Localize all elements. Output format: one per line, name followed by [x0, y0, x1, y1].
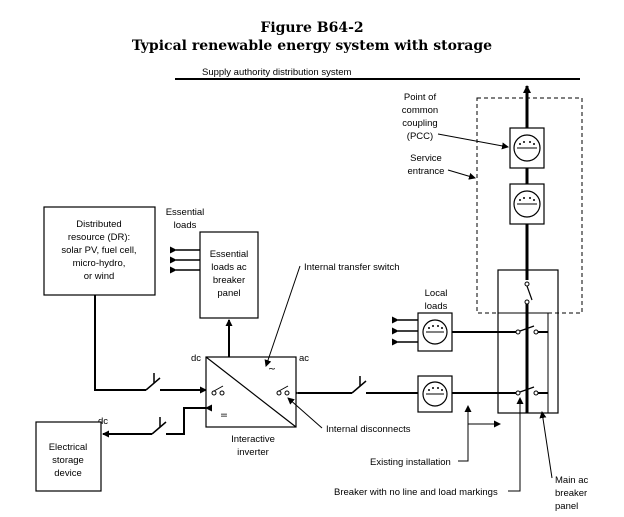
storage-device-label: Electrical storage device [49, 442, 88, 479]
internal-transfer-switch-label: Internal transfer switch [304, 262, 400, 273]
distributed-resource-box [43, 206, 156, 296]
essential-panel-box [199, 231, 259, 319]
local-loads-breaker-icon [515, 325, 539, 335]
main-panel-inner [497, 312, 549, 414]
svg-text:panel: panel [217, 288, 240, 299]
svg-text:breaker: breaker [555, 488, 587, 499]
svg-text:coupling: coupling [402, 118, 437, 129]
essential-panel-label: Essential loads ac breaker panel [210, 249, 249, 299]
interactive-inverter-label: Interactive inverter [231, 434, 275, 458]
inverter-dc-label: dc [191, 353, 201, 364]
disconnects-pointer [287, 397, 323, 429]
breaker-no-markings-pointer [508, 397, 524, 492]
svg-text:loads: loads [425, 301, 448, 312]
figure-caption: Typical renewable energy system with sto… [131, 38, 493, 54]
svg-text:Interactive: Interactive [231, 434, 275, 445]
storage-device-box [35, 421, 102, 492]
svg-text:breaker: breaker [213, 275, 245, 286]
inverter-ac-disconnect-icon [276, 385, 290, 396]
svg-text:loads: loads [174, 220, 197, 231]
inverter-ac-label: ac [299, 353, 309, 364]
ac-symbol: ~ [268, 364, 276, 375]
storage-disconnect-switch-icon [151, 417, 167, 435]
svg-text:common: common [402, 105, 438, 116]
dr-disconnect-switch-icon [145, 373, 161, 391]
svg-text:panel: panel [555, 501, 578, 512]
breaker-no-markings-label: Breaker with no line and load markings [334, 487, 498, 498]
inverter-dc-disconnect-icon [211, 385, 225, 396]
svg-text:Point of: Point of [404, 92, 437, 103]
distributed-resource-label: Distributed resource (DR): solar PV, fue… [61, 219, 136, 282]
local-loads-label: Local loads [425, 288, 448, 312]
service-entrance-label: Service entrance [408, 153, 445, 177]
main-panel-label: Main ac breaker panel [555, 475, 589, 512]
svg-text:Essential: Essential [166, 207, 205, 218]
existing-installation-label: Existing installation [370, 457, 451, 468]
existing-installation-pointer [458, 405, 472, 462]
existing-meter-icon [417, 375, 453, 413]
svg-text:resource (DR):: resource (DR): [68, 232, 130, 243]
storage-dc-label: dc [98, 416, 108, 427]
interactive-inverter: ~ = [205, 356, 297, 428]
svg-text:Service: Service [410, 153, 442, 164]
figure-number: Figure B64-2 [260, 20, 364, 36]
svg-text:entrance: entrance [408, 166, 445, 177]
main-breaker-icon [524, 281, 533, 305]
dc-symbol: = [220, 410, 228, 421]
no-marking-breaker-icon [515, 386, 539, 396]
essential-loads-label: Essential loads [166, 207, 205, 231]
svg-text:loads ac: loads ac [211, 262, 247, 273]
service-entrance-pointer [447, 169, 476, 180]
service-meter-icon [509, 183, 545, 225]
svg-text:Distributed: Distributed [76, 219, 121, 230]
pcc-meter-icon [509, 127, 545, 169]
svg-text:Essential: Essential [210, 249, 249, 260]
svg-text:Electrical: Electrical [49, 442, 88, 453]
svg-text:device: device [54, 468, 81, 479]
svg-text:Main ac: Main ac [555, 475, 589, 486]
supply-label: Supply authority distribution system [202, 67, 352, 78]
svg-text:micro-hydro,: micro-hydro, [73, 258, 126, 269]
main-panel-pointer [539, 411, 553, 479]
svg-text:Local: Local [425, 288, 448, 299]
svg-text:inverter: inverter [237, 447, 269, 458]
svg-text:or wind: or wind [84, 271, 115, 282]
svg-text:(PCC): (PCC) [407, 131, 433, 142]
svg-text:solar PV, fuel cell,: solar PV, fuel cell, [61, 245, 136, 256]
pcc-pointer [437, 133, 509, 150]
pcc-label: Point of common coupling (PCC) [402, 92, 438, 142]
local-loads-meter-icon [417, 312, 453, 352]
inverter-storage-line [166, 404, 212, 435]
svg-text:storage: storage [52, 455, 84, 466]
dr-line [94, 295, 146, 391]
transfer-switch-pointer [264, 265, 301, 367]
internal-disconnects-label: Internal disconnects [326, 424, 411, 435]
ac-disconnect-switch-icon [351, 376, 367, 394]
